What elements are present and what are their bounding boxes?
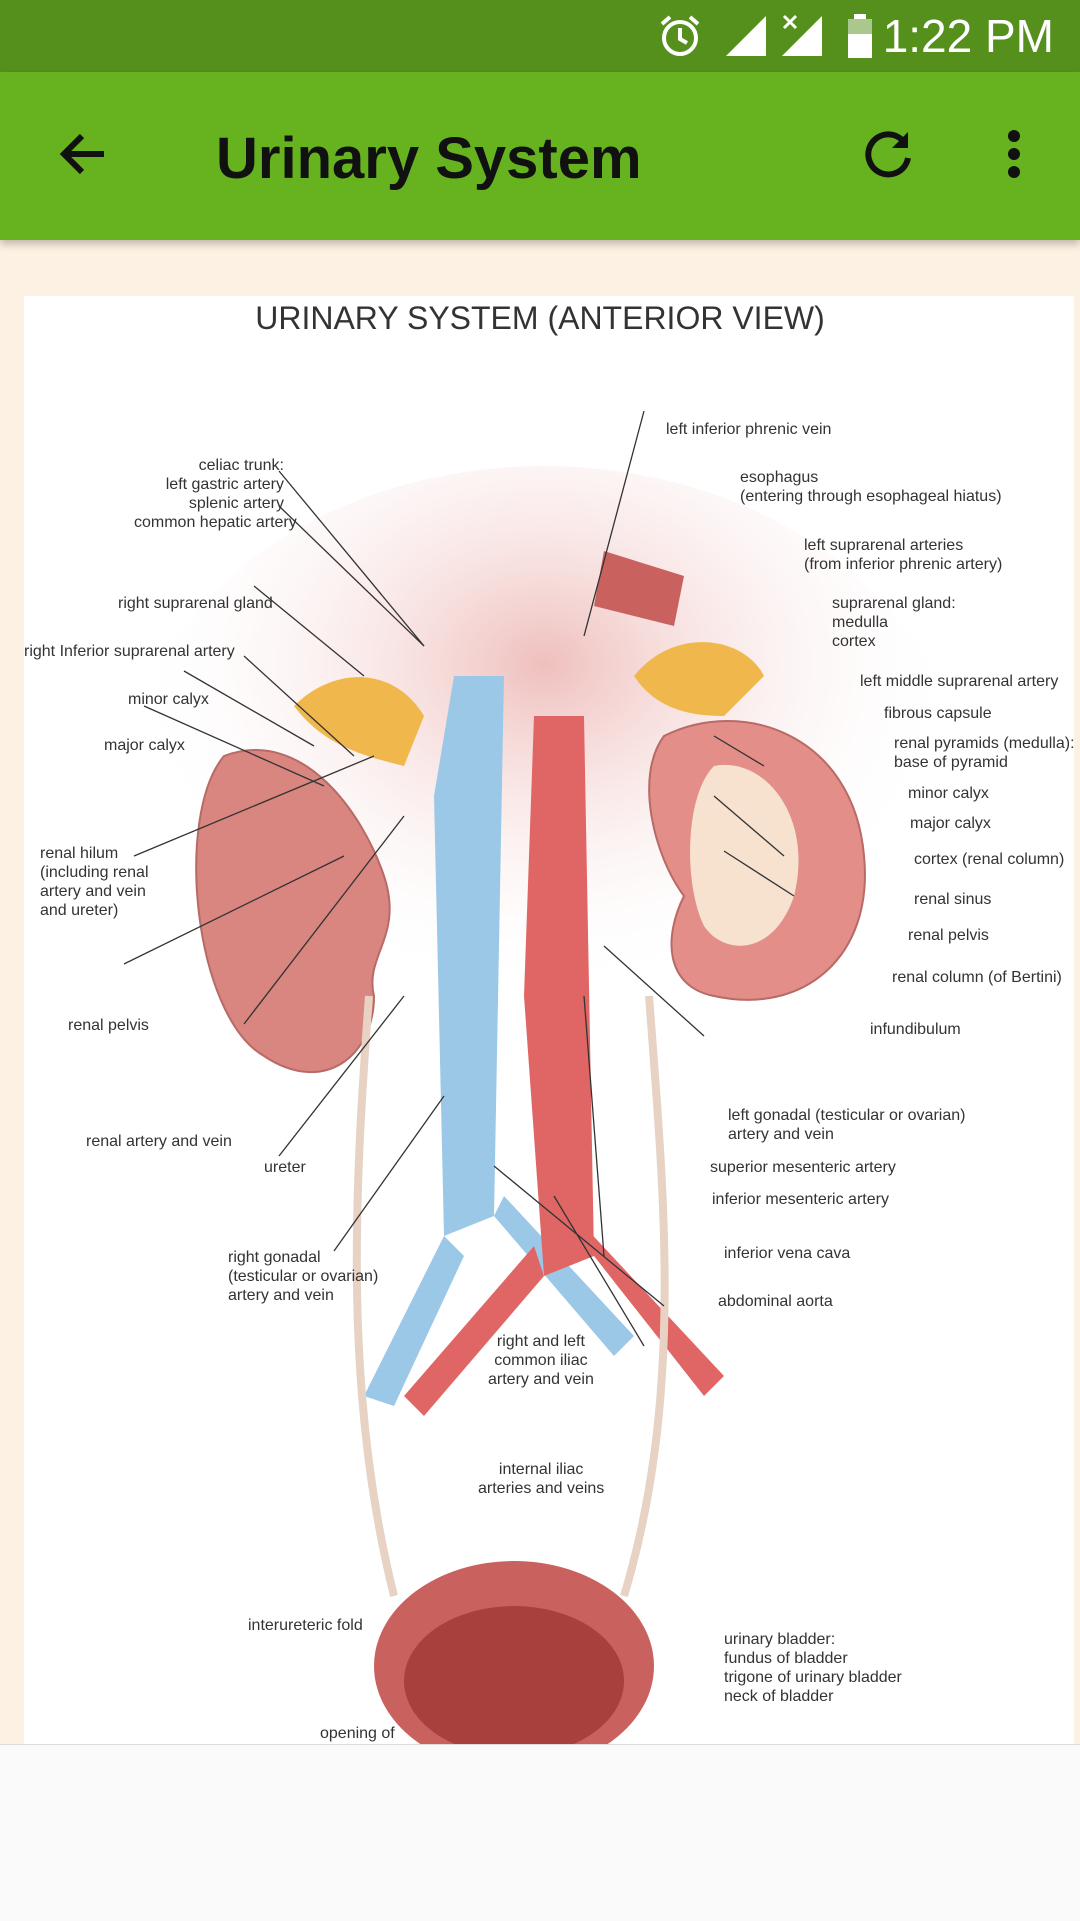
page-title: Urinary System xyxy=(216,126,642,191)
label-fibrous-capsule: fibrous capsule xyxy=(884,705,992,722)
label-renal-hilum: renal hilum (including renal artery and … xyxy=(40,845,149,919)
back-button[interactable] xyxy=(44,116,124,196)
diagram-title: URINARY SYSTEM (ANTERIOR VIEW) xyxy=(255,300,825,336)
label-left-inferior-phrenic-vein: left inferior phrenic vein xyxy=(666,421,832,438)
signal-no-data-icon xyxy=(778,12,826,65)
label-renal-sinus: renal sinus xyxy=(914,891,992,908)
status-time: 1:22 PM xyxy=(882,10,1054,62)
label-common-iliac: right and left common iliac artery and v… xyxy=(488,1333,594,1388)
label-inferior-vena-cava: inferior vena cava xyxy=(724,1245,851,1262)
label-renal-pelvis-right: renal pelvis xyxy=(68,1017,149,1034)
label-right-inferior-suprarenal-artery: right Inferior suprarenal artery xyxy=(24,643,235,660)
label-suprarenal-gland: suprarenal gland: medulla cortex xyxy=(832,595,956,650)
label-esophagus: esophagus (entering through esophageal h… xyxy=(740,469,1002,505)
label-left-suprarenal-arteries: left suprarenal arteries (from inferior … xyxy=(804,537,1003,573)
more-vert-icon xyxy=(1004,126,1024,187)
label-right-suprarenal-gland: right suprarenal gland xyxy=(118,595,273,612)
anatomy-illustration xyxy=(123,410,964,1744)
label-urinary-bladder: urinary bladder: fundus of bladder trigo… xyxy=(724,1631,902,1705)
label-superior-mesenteric-artery: superior mesenteric artery xyxy=(710,1159,896,1176)
label-ureter: ureter xyxy=(264,1159,306,1176)
label-renal-artery-and-vein: renal artery and vein xyxy=(86,1133,232,1150)
label-opening-of: opening of xyxy=(320,1725,395,1742)
arrow-back-icon xyxy=(56,126,112,187)
signal-icon xyxy=(724,12,768,65)
label-inferior-mesenteric-artery: inferior mesenteric artery xyxy=(712,1191,889,1208)
label-cortex-renal-column: cortex (renal column) xyxy=(914,851,1065,868)
label-renal-column-bertini: renal column (of Bertini) xyxy=(892,969,1062,986)
battery-icon xyxy=(846,12,874,65)
label-abdominal-aorta: abdominal aorta xyxy=(718,1293,833,1310)
label-infundibulum: infundibulum xyxy=(870,1021,961,1038)
label-interureteric-fold: interureteric fold xyxy=(248,1617,363,1634)
alarm-icon xyxy=(656,12,704,65)
label-left-gonadal: left gonadal (testicular or ovarian) art… xyxy=(728,1107,966,1143)
label-internal-iliac: internal iliac arteries and veins xyxy=(478,1461,605,1497)
bottom-area xyxy=(0,1744,1080,1921)
label-minor-calyx-left: minor calyx xyxy=(908,785,989,802)
label-renal-pelvis-left: renal pelvis xyxy=(908,927,989,944)
refresh-button[interactable] xyxy=(848,116,928,196)
label-left-middle-suprarenal-artery: left middle suprarenal artery xyxy=(860,673,1059,690)
label-right-gonadal: right gonadal (testicular or ovarian) ar… xyxy=(228,1249,379,1304)
diagram-image[interactable]: URINARY SYSTEM (ANTERIOR VIEW) left infe… xyxy=(24,296,1074,1744)
label-celiac-trunk: celiac trunk: left gastric artery spleni… xyxy=(134,457,297,531)
refresh-icon xyxy=(860,126,916,187)
label-major-calyx-right: major calyx xyxy=(104,737,185,754)
label-renal-pyramids: renal pyramids (medulla): base of pyrami… xyxy=(894,735,1074,771)
label-major-calyx-left: major calyx xyxy=(910,815,991,832)
label-minor-calyx-right: minor calyx xyxy=(128,691,209,708)
status-bar: 1:22 PM xyxy=(0,0,1080,72)
app-bar: Urinary System xyxy=(0,72,1080,240)
more-options-button[interactable] xyxy=(974,116,1054,196)
